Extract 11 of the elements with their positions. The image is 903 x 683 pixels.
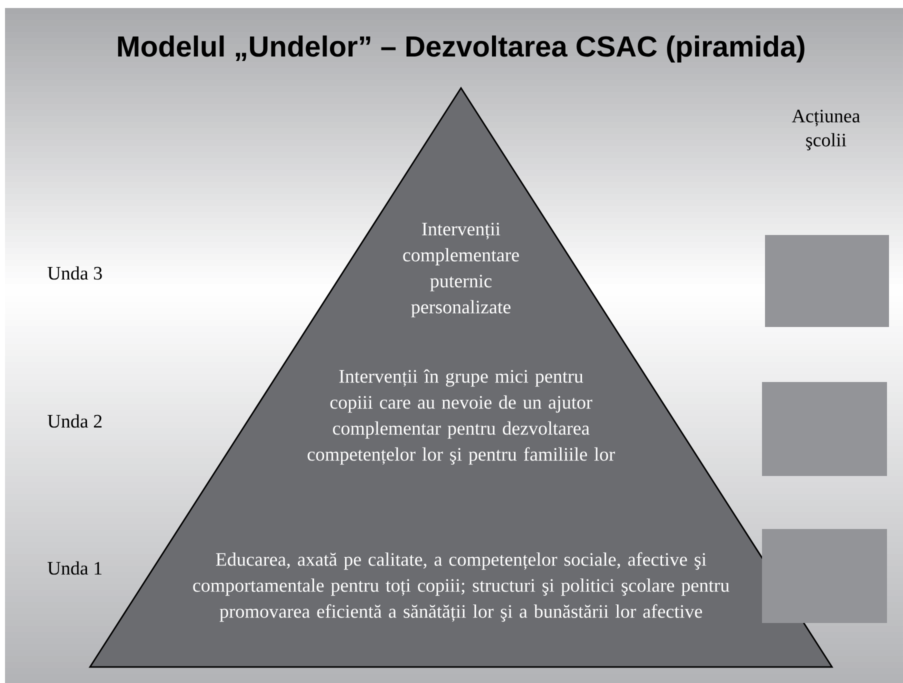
pyramid-text: Intervenții complementare puternic personalizate xyxy=(403,222,519,318)
level-label: Unda 3 xyxy=(48,266,102,280)
title: Modelul „Undelor” – Dezvoltarea CSAC (piramida) xyxy=(118,35,804,63)
pyramid-text: Educarea, axată pe calitate, a competențelor sociale, afective şi comportamentale pentru toți copiii; structuri şi politici şcolare pentru promovarea eficientă a sănătății lor şi a bunăstării lor afective xyxy=(193,552,730,622)
level-label: Unda 2 xyxy=(48,414,102,428)
column-heading: Acțiunea şcolii xyxy=(792,110,860,150)
action-box xyxy=(762,382,887,476)
action-box xyxy=(762,529,887,623)
action-box xyxy=(765,235,889,327)
level-label: Unda 1 xyxy=(48,561,102,575)
pyramid-text: Intervenții în grupe mici pentru copiii care au nevoie de un ajutor complementar pentru dezvoltarea competențelor lor şi pentru familiile lor xyxy=(308,369,615,465)
